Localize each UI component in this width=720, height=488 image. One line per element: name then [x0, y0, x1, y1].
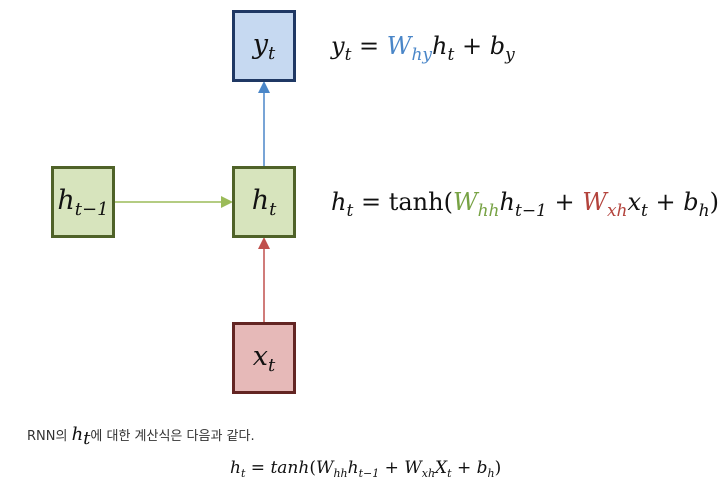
input-node-x: xt: [232, 322, 296, 394]
hidden-equation: ht = tanh(Whhht−1 + Wxhxt + bh): [331, 188, 719, 221]
hidden-node-h: ht: [232, 166, 296, 238]
hidden-state-formula: ht = tanh(Whhht−1 + WxhXt + bh): [230, 458, 502, 480]
prev-hidden-node-label: ht−1: [57, 184, 109, 220]
output-node-label: yt: [252, 28, 276, 64]
output-node-y: yt: [232, 10, 296, 82]
input-node-label: xt: [252, 340, 276, 376]
prev-hidden-node: ht−1: [51, 166, 115, 238]
hidden-node-label: ht: [251, 184, 277, 220]
caption-text: RNN의 ht에 대한 계산식은 다음과 같다.: [27, 424, 255, 449]
output-equation: yt = Whyht + by: [331, 32, 515, 65]
